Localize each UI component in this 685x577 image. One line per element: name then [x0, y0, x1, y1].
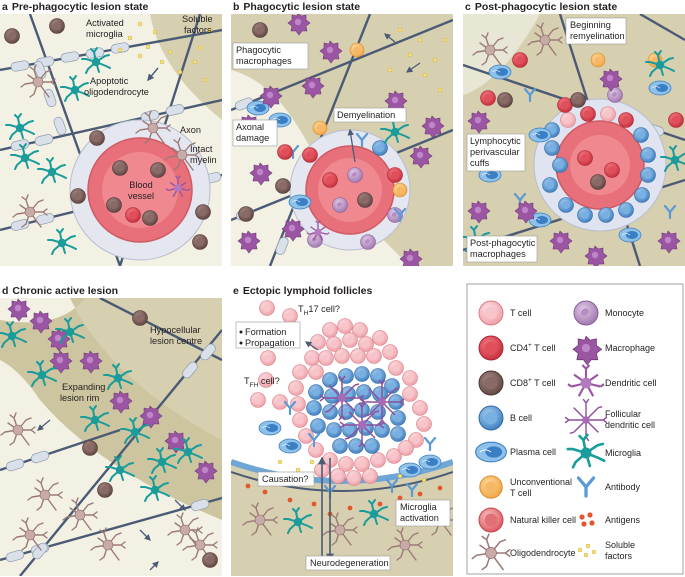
panel-a-title: Pre-phagocytic lesion state: [12, 1, 149, 13]
panel-e-letter: e: [233, 285, 239, 297]
svg-text:Demyelination: Demyelination: [337, 110, 395, 120]
panel-d-title: Chronic active lesion: [12, 285, 118, 297]
legend-antibody: Antibody: [605, 482, 641, 492]
legend-microglia: Microglia: [605, 448, 641, 458]
label-axon: Axon: [180, 125, 201, 135]
legend-natural-killer-cell: Natural killer cell: [510, 515, 576, 525]
legend-dendritic-cell: Dendritic cell: [605, 378, 657, 388]
svg-text:Neurodegeneration: Neurodegeneration: [310, 558, 389, 568]
legend-b-cell: B cell: [510, 413, 532, 423]
panel-a-letter: a: [2, 1, 8, 13]
legend-monocyte: Monocyte: [605, 308, 644, 318]
legend-cd8-t-cell: CD8+ T cell: [510, 377, 556, 388]
legend-plasma-cell: Plasma cell: [510, 447, 556, 457]
panel-c-title: Post-phagocytic lesion state: [475, 1, 618, 13]
panel-d-letter: d: [2, 285, 8, 297]
panel-b-title: Phagocytic lesion state: [243, 1, 360, 13]
panel-c-letter: c: [465, 1, 471, 13]
label-tfh-cell: TFH cell?: [244, 376, 280, 389]
panel-e-title: Ectopic lymphoid follicles: [243, 285, 373, 297]
legend-macrophage: Macrophage: [605, 343, 655, 353]
label-box-causation: Causation?: [257, 471, 315, 487]
panel-b-letter: b: [233, 1, 239, 13]
legend-t-cell: T cell: [510, 308, 531, 318]
legend-antigens: Antigens: [605, 515, 641, 525]
legend-oligodendrocyte: Oligodendrocyte: [510, 548, 576, 558]
panel-e: e Ectopic lymphoid follicles TH17 cell? F…: [231, 285, 453, 576]
label-th17-cell: TH17 cell?: [298, 304, 340, 317]
legend-cd4-t-cell: CD4+ T cell: [510, 342, 556, 353]
label-box-demyelination: Demyelination: [333, 107, 407, 123]
legend: T cell CD4+ T cell CD8+ T cell B cell Pl…: [466, 283, 684, 575]
label-box-neurodegeneration: Neurodegeneration: [305, 555, 391, 571]
svg-text:Causation?: Causation?: [262, 474, 308, 484]
